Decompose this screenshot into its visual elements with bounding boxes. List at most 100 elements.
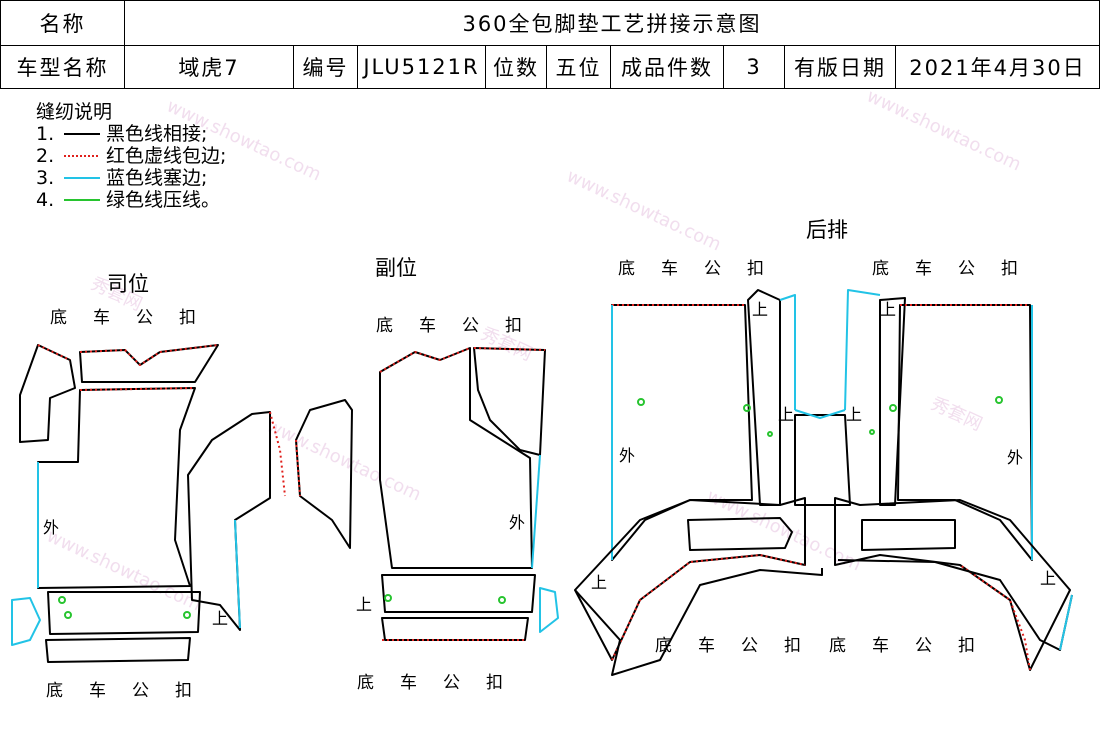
legend-text: 绿色线压线。 <box>106 189 221 211</box>
bottom-clip-label: 底车公扣 <box>46 681 218 701</box>
green-stitch-dot <box>995 396 1003 404</box>
passenger-bottom-strip <box>381 574 536 613</box>
passenger-right-red <box>473 347 546 351</box>
bottom-clip-label: 底车公扣 <box>376 316 548 336</box>
rear-center-piece <box>794 414 851 506</box>
seat-label: 位数 <box>493 56 539 80</box>
passenger-right-blue <box>531 454 541 569</box>
green-stitch-dot <box>869 429 875 435</box>
model-label: 车型名称 <box>16 56 109 80</box>
driver-top-left-piece <box>19 344 76 443</box>
up-marker: 上 <box>591 573 608 592</box>
legend-num: 4. <box>36 189 55 211</box>
green-stitch-dot <box>637 398 645 406</box>
driver-top-left-red-edge <box>37 344 71 361</box>
bottom-clip-label: 底车公扣 <box>50 308 222 328</box>
legend-num: 1. <box>36 123 55 145</box>
green-stitch-dot <box>183 611 191 619</box>
page-title: 360全包脚垫工艺拼接示意图 <box>462 12 762 36</box>
date-label: 有版日期 <box>794 56 886 80</box>
legend-item-green: 4. 绿色线压线。 <box>36 189 226 211</box>
rear-right-bottom-upper-strip <box>861 519 956 551</box>
driver-bottom-long-strip <box>45 637 191 663</box>
passenger-bottom-right-piece <box>539 587 559 633</box>
legend-text: 红色虚线包边; <box>106 145 227 167</box>
sewing-title-text: 缝纫说明 <box>36 101 113 123</box>
title-cell: 360全包脚垫工艺拼接示意图 <box>124 0 1100 46</box>
driver-bottom-strip <box>47 591 201 635</box>
black-line-swatch <box>64 133 100 135</box>
rear-left-bottom-long-strip <box>574 568 823 676</box>
bottom-clip-label: 底车公扣 <box>655 636 827 656</box>
green-stitch-dot <box>889 404 897 412</box>
outer-label: 外 <box>1007 448 1024 467</box>
legend-item-red: 2. 红色虚线包边; <box>36 145 226 167</box>
passenger-left-piece <box>295 399 353 549</box>
code-value-cell: JLU5121R <box>357 45 486 89</box>
bottom-clip-label: 底车公扣 <box>618 259 790 279</box>
name-label-cell: 名称 <box>0 0 125 46</box>
outer-label: 外 <box>619 446 636 465</box>
spec-header-table: 名称 360全包脚垫工艺拼接示意图 车型名称 域虎7 编号 JLU5121R 位… <box>0 0 1100 89</box>
driver-main-red-top <box>79 387 196 391</box>
green-stitch-dot <box>767 431 773 437</box>
legend-num: 2. <box>36 145 55 167</box>
pieces-label-cell: 成品件数 <box>610 45 724 89</box>
driver-right-red <box>269 411 286 497</box>
driver-main-piece <box>37 387 196 589</box>
model-value: 域虎7 <box>178 56 240 80</box>
date-value-cell: 2021年4月30日 <box>895 45 1100 89</box>
green-stitch-dot <box>64 611 72 619</box>
green-stitch-dot <box>384 594 392 602</box>
passenger-left-red <box>295 439 301 497</box>
up-marker: 上 <box>846 405 863 424</box>
seat-value: 五位 <box>555 56 602 80</box>
up-marker: 上 <box>778 405 795 424</box>
up-marker: 上 <box>880 300 897 319</box>
up-marker: 上 <box>212 609 229 628</box>
seat-label-cell: 位数 <box>485 45 547 89</box>
driver-top-strip-red <box>79 344 219 366</box>
rear-right-outer-piece <box>897 304 1033 561</box>
seat-value-cell: 五位 <box>546 45 611 89</box>
outer-label: 外 <box>43 518 60 537</box>
model-label-cell: 车型名称 <box>0 45 125 89</box>
rear-section-title: 后排 <box>806 218 848 242</box>
legend-text: 蓝色线塞边; <box>106 167 208 189</box>
green-line-swatch <box>64 199 100 201</box>
passenger-main-red <box>379 347 471 373</box>
driver-section-title: 司位 <box>107 272 149 296</box>
red-dotted-line-swatch <box>64 155 100 157</box>
up-marker: 上 <box>1040 569 1057 588</box>
model-value-cell: 域虎7 <box>124 45 294 89</box>
rear-left-outer-piece <box>611 304 753 561</box>
pattern-diagram <box>11 289 1073 676</box>
pieces-value-cell: 3 <box>723 45 785 89</box>
date-value: 2021年4月30日 <box>909 56 1086 80</box>
green-stitch-dot <box>498 596 506 604</box>
bottom-clip-label: 底车公扣 <box>829 636 1001 656</box>
rear-left-tunnel-blue <box>779 294 796 410</box>
code-label-cell: 编号 <box>293 45 358 89</box>
bottom-clip-label: 底车公扣 <box>357 673 529 693</box>
legend-text: 黑色线相接; <box>106 123 208 145</box>
green-stitch-dot <box>58 596 66 604</box>
bottom-clip-label: 底车公扣 <box>872 259 1044 279</box>
outer-label: 外 <box>509 513 526 532</box>
pieces-value: 3 <box>746 55 762 79</box>
legend-item-blue: 3. 蓝色线塞边; <box>36 167 226 189</box>
up-marker: 上 <box>356 595 373 614</box>
driver-right-blue <box>234 519 241 629</box>
driver-bottom-left-piece <box>11 597 41 646</box>
passenger-right-top <box>473 347 546 456</box>
rear-right-bottom-red <box>959 564 1031 671</box>
name-label: 名称 <box>39 12 86 36</box>
passenger-section-title: 副位 <box>375 256 417 280</box>
driver-top-strip <box>79 344 219 383</box>
rear-center-blue <box>794 409 846 419</box>
rear-right-tunnel-strip <box>879 297 906 506</box>
rear-left-bottom-upper-strip <box>687 517 793 551</box>
rear-left-tunnel-strip <box>747 289 781 506</box>
driver-right-piece <box>187 411 271 631</box>
sewing-legend: 缝纫说明 1. 黑色线相接; 2. 红色虚线包边; 3. 蓝色线塞边; 4. 绿… <box>36 101 226 211</box>
